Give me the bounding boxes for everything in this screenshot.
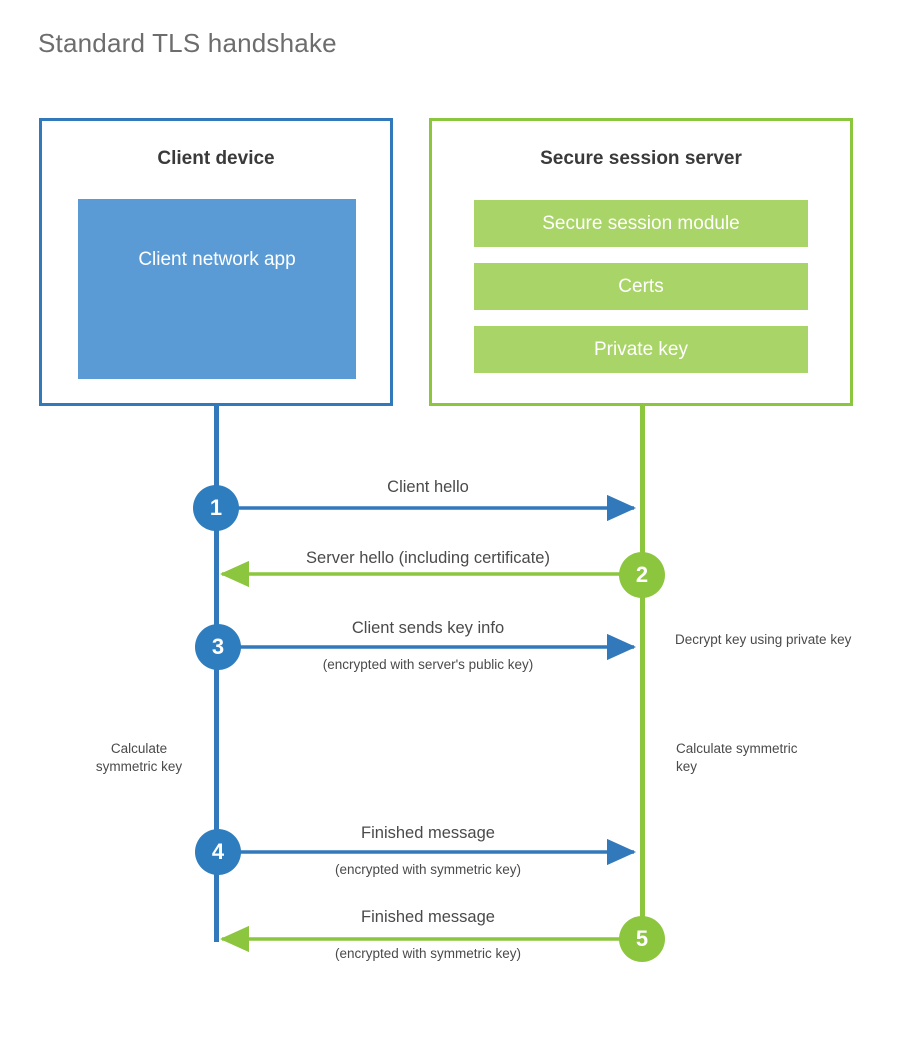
- step-sublabel-3: (encrypted with server's public key): [322, 657, 534, 672]
- step-label-3: Client sends key info: [351, 619, 505, 637]
- step-sublabel-4: (encrypted with symmetric key): [334, 862, 522, 877]
- server-component-certs: Certs: [474, 263, 808, 310]
- step-label-1: Client hello: [387, 478, 469, 496]
- secure-session-server-title: Secure session server: [540, 148, 742, 169]
- step-label-5: Finished message: [361, 908, 495, 926]
- client-device-box: Client device Client network app: [39, 118, 393, 406]
- step-label-2: Server hello (including certificate): [306, 549, 550, 567]
- note-server-calculate-symmetric-key: Calculate symmetric key: [676, 741, 798, 774]
- client-lifeline: [214, 404, 219, 942]
- note-client-calculate-symmetric-key: Calculate symmetric key: [95, 741, 183, 774]
- step-badge-4: 4: [195, 829, 241, 875]
- step-label-4: Finished message: [361, 824, 495, 842]
- client-network-app-block: Client network app: [78, 199, 356, 379]
- note-decrypt-key: Decrypt key using private key: [675, 632, 852, 647]
- step-badge-3: 3: [195, 624, 241, 670]
- server-component-secure-session-module: Secure session module: [474, 200, 808, 247]
- step-sublabel-5: (encrypted with symmetric key): [334, 946, 522, 961]
- secure-session-server-box: Secure session server Secure session mod…: [429, 118, 853, 406]
- page-title: Standard TLS handshake: [38, 28, 337, 58]
- server-lifeline: [640, 404, 645, 939]
- step-badge-5: 5: [619, 916, 665, 962]
- step-badge-1: 1: [193, 485, 239, 531]
- step-badge-2: 2: [619, 552, 665, 598]
- client-device-title: Client device: [157, 148, 275, 169]
- server-component-private-key: Private key: [474, 326, 808, 373]
